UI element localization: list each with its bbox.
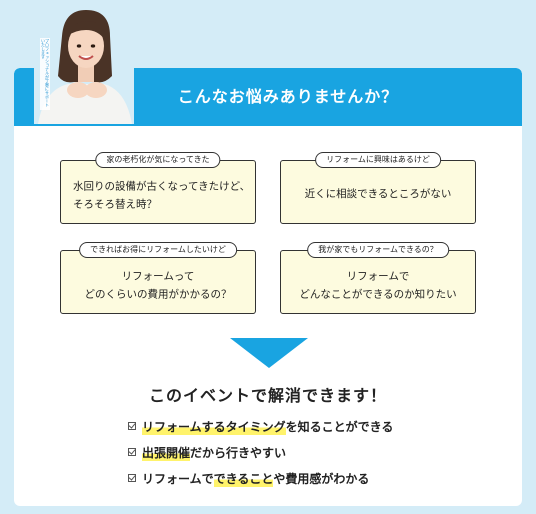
concern-text: 近くに相談できるところがない (304, 187, 452, 200)
benefit-item: リフォームで できること や費用感がわかる (128, 466, 393, 490)
concern-text: リフォームで どんなことができるのか知りたい (299, 270, 457, 301)
page-title: こんなお悩みありませんか？ (177, 87, 399, 106)
check-icon (128, 448, 136, 456)
concern-box-cost: できればお得にリフォームしたいけど リフォームって どのくらいの費用がかかるの？ (60, 242, 256, 314)
solution-title: このイベントで解消できます！ (148, 386, 387, 405)
benefit-text: を知ることができる (285, 419, 394, 434)
person-caption: プロフェッショナルが丁寧にサポートいたします (40, 38, 50, 110)
benefit-text: や費用感がわかる (273, 471, 370, 486)
benefit-prefix: リフォームで (142, 471, 214, 486)
concern-tag: 家の老朽化が気になってきた (95, 152, 221, 168)
check-icon (128, 422, 136, 430)
benefit-highlight: リフォームするタイミング (142, 417, 286, 435)
benefit-highlight: 出張開催 (142, 443, 191, 461)
concern-text: リフォームって どのくらいの費用がかかるの？ (84, 270, 232, 301)
concern-box-possibilities: 我が家でもリフォームできるの？ リフォームで どんなことができるのか知りたい (280, 242, 476, 314)
benefit-highlight: できること (213, 469, 274, 487)
concern-tag: 我が家でもリフォームできるの？ (307, 242, 449, 258)
check-icon (128, 474, 136, 482)
benefit-item: 出張開催 だから行きやすい (128, 440, 393, 464)
concern-tag: できればお得にリフォームしたいけど (79, 242, 237, 258)
concern-text: 水回りの設備が古くなってきたけど、 そろそろ替え時？ (73, 180, 251, 211)
benefit-text: だから行きやすい (190, 445, 287, 460)
concern-tag: リフォームに興味はあるけど (315, 152, 441, 168)
concern-box-aging-house: 家の老朽化が気になってきた 水回りの設備が古くなってきたけど、 そろそろ替え時？ (60, 152, 256, 224)
person-illustration (34, 6, 134, 124)
concern-box-no-consultation: リフォームに興味はあるけど 近くに相談できるところがない (280, 152, 476, 224)
down-arrow-icon (230, 338, 308, 368)
benefit-list: リフォームするタイミング を知ることができる 出張開催 だから行きやすい リフォ… (128, 414, 393, 492)
benefit-item: リフォームするタイミング を知ることができる (128, 414, 393, 438)
